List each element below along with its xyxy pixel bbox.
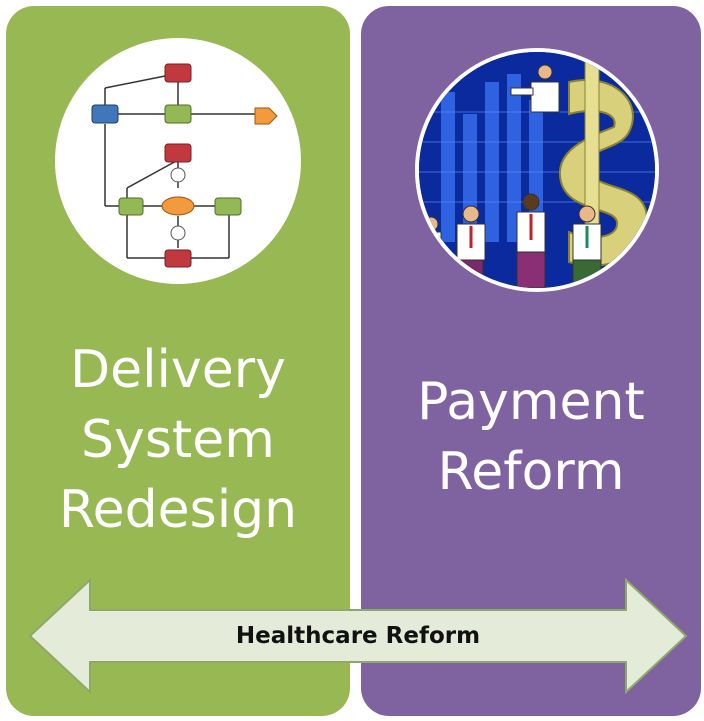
flowchart-icon xyxy=(55,38,301,284)
healthcare-reform-label: Healthcare Reform xyxy=(235,623,481,649)
double-arrow-icon xyxy=(28,578,688,694)
payment-reform-title: Payment Reform xyxy=(417,372,645,502)
flow-node-red-mid xyxy=(164,143,192,163)
business-people-dollar-icon xyxy=(415,48,659,292)
flow-node-orange-end xyxy=(254,107,278,125)
delivery-system-redesign-title: Delivery System Redesign xyxy=(58,340,298,540)
flow-node-orange-center xyxy=(161,196,195,216)
flow-node-green-right xyxy=(214,197,242,216)
flow-node-top xyxy=(164,63,192,83)
flow-node-green-left xyxy=(118,197,144,216)
flow-node-red-bottom xyxy=(164,249,192,268)
flow-node-green xyxy=(164,104,192,124)
flow-node-blue xyxy=(91,104,119,124)
